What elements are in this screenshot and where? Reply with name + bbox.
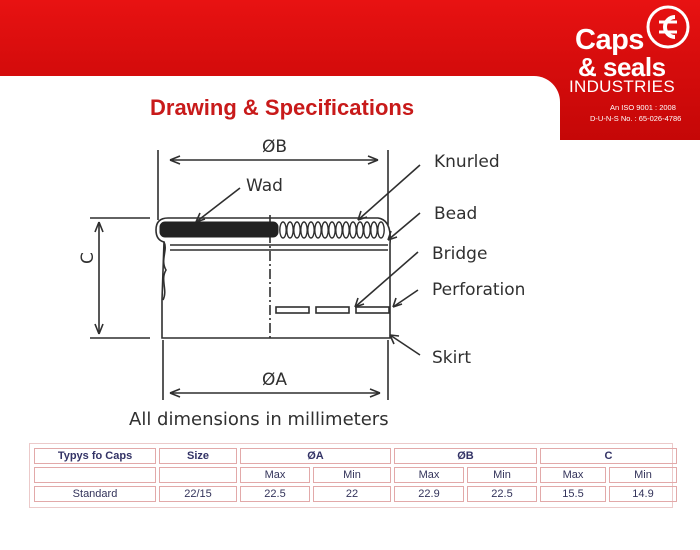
cell-a-min: 22 [313,486,391,502]
brand-name-line2: & seals [578,52,666,82]
label-bead: Bead [434,204,478,224]
brand-name-line3: INDUSTRIES [569,77,675,96]
label-wad: Wad [246,176,283,196]
subheader-c-min: Min [609,467,677,483]
header-b: ØB [394,448,537,464]
dim-label-b: ØB [262,137,288,157]
table-frame [29,443,673,508]
subheader-b-max: Max [394,467,464,483]
label-perforation: Perforation [432,280,526,300]
spec-table: Typys fo Caps Size ØA ØB C Max Min Max M… [31,445,680,505]
subheader-c-max: Max [540,467,606,483]
cell-c-max: 15.5 [540,486,606,502]
subheader-blank [34,467,156,483]
cell-b-min: 22.5 [467,486,537,502]
dim-label-a: ØA [262,370,288,390]
brand-seal-icon [646,5,690,49]
dim-label-c: C [78,252,98,264]
table-row: Standard 22/15 22.5 22 22.9 22.5 15.5 14… [34,486,677,502]
cell-size: 22/15 [159,486,237,502]
subheader-blank [159,467,237,483]
header-a: ØA [240,448,391,464]
content-panel [0,76,560,156]
duns-number: D-U-N-S No. : 65-026-4786 [590,114,682,123]
brand-name-line1: Caps [575,24,644,56]
header-c: C [540,448,677,464]
table-subheader-row: Max Min Max Min Max Min [34,467,677,483]
dimensions-note: All dimensions in millimeters [129,409,389,430]
label-knurled: Knurled [434,152,500,172]
page-title: Drawing & Specifications [150,95,415,120]
label-bridge: Bridge [432,244,488,264]
cell-c-min: 14.9 [609,486,677,502]
cell-a-max: 22.5 [240,486,310,502]
cap-technical-drawing [90,150,421,400]
header-type: Typys fo Caps [34,448,156,464]
header-size: Size [159,448,237,464]
table-header-row: Typys fo Caps Size ØA ØB C [34,448,677,464]
cell-type: Standard [34,486,156,502]
label-skirt: Skirt [432,348,472,368]
cell-b-max: 22.9 [394,486,464,502]
iso-certification: An ISO 9001 : 2008 [610,103,676,112]
subheader-a-max: Max [240,467,310,483]
subheader-b-min: Min [467,467,537,483]
subheader-a-min: Min [313,467,391,483]
